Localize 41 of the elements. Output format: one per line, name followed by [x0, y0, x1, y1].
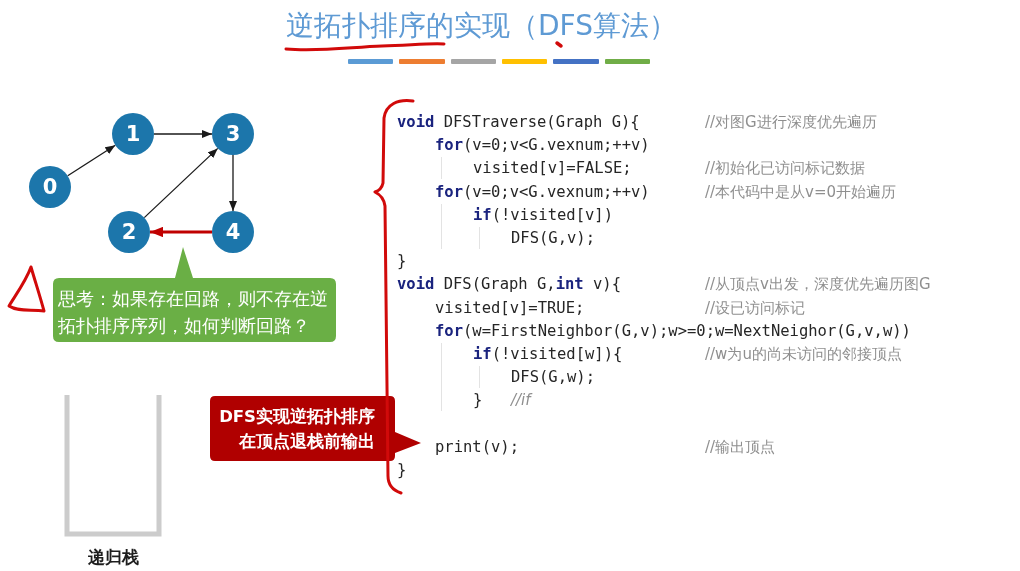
code-line: DFS(G,v);	[511, 228, 595, 249]
code-comment: //w为u的尚未访问的邻接顶点	[705, 344, 902, 365]
code-line: }	[397, 251, 407, 273]
code-line: DFS(G,w);	[511, 367, 595, 389]
arrow	[153, 130, 213, 138]
code-line: if(!visited[w]){	[473, 344, 623, 365]
code-comment: //本代码中是从v=0开始遍历	[705, 181, 897, 203]
callout-text: 在顶点退栈前输出	[239, 431, 375, 453]
stack-container	[62, 393, 164, 569]
callout-bubble	[53, 247, 336, 342]
callout-text: DFS实现逆拓扑排序	[219, 406, 375, 428]
code-line: for(v=0;v<G.vexnum;++v)	[435, 181, 650, 203]
code-comment: //对图G进行深度优先遍历	[705, 112, 877, 133]
code-line: }	[397, 460, 407, 481]
code-line: if(!visited[v])	[473, 204, 613, 226]
graph-vertex: 3	[212, 113, 254, 155]
code-line: print(v);	[435, 436, 519, 458]
arrow	[67, 144, 116, 177]
arrow	[150, 226, 212, 238]
callout-bubble	[210, 396, 421, 461]
code-line: }	[473, 390, 483, 412]
code-line: visited[v]=FALSE;	[473, 158, 632, 180]
graph-vertex: 0	[29, 166, 71, 208]
code-line: visited[v]=TRUE;	[435, 297, 585, 319]
code-line: void DFSTraverse(Graph G){	[397, 112, 640, 133]
graph-vertex: 4	[212, 211, 254, 253]
slide-title: 逆拓扑排序的实现（DFS算法）	[286, 10, 677, 41]
code-line: for(v=0;v<G.vexnum;++v)	[435, 135, 650, 157]
code-comment: //输出顶点	[705, 436, 776, 458]
code-line: for(w=FirstNeighbor(G,v);w>=0;w=NextNeighor(G,v,w))	[435, 320, 911, 342]
stack-label: 递归栈	[86, 546, 140, 568]
callout-text: 思考：如果存在回路，则不存在逆拓扑排序序列，如何判断回路？	[58, 288, 329, 338]
graph-vertex: 2	[108, 211, 150, 253]
code-comment: //初始化已访问标记数据	[705, 158, 866, 180]
graph-vertex: 1	[112, 113, 154, 155]
arrow	[229, 154, 237, 212]
code-line: void DFS(Graph G,int v){	[397, 274, 621, 296]
code-comment: //if	[511, 390, 531, 412]
code-comment: //设已访问标记	[705, 297, 806, 319]
arrow	[143, 147, 219, 219]
code-comment: //从顶点v出发，深度优先遍历图G	[705, 274, 931, 296]
